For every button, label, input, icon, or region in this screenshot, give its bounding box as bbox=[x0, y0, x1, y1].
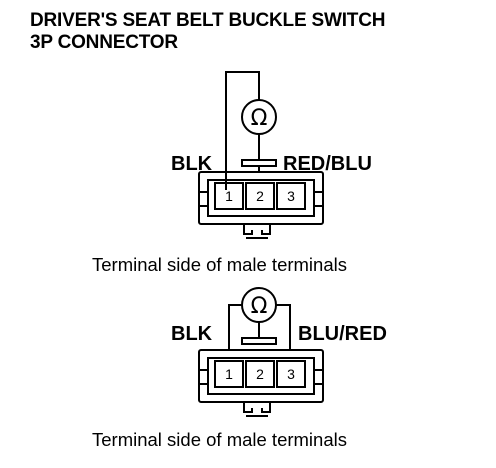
pin-label-1-2: 2 bbox=[256, 188, 264, 204]
terminal-cavity-2-3 bbox=[276, 360, 306, 388]
connector-housing-2 bbox=[198, 349, 324, 403]
ohm-symbol-1: Ω bbox=[251, 106, 268, 131]
page-title: DRIVER'S SEAT BELT BUCKLE SWITCH 3P CONN… bbox=[30, 10, 385, 54]
caption-1: Terminal side of male terminals bbox=[92, 254, 347, 275]
pin-label-2-1: 1 bbox=[225, 366, 233, 382]
probe-lead-left-2 bbox=[228, 304, 242, 350]
wire-label-right-1: RED/BLU bbox=[283, 153, 372, 175]
pin-label-2-2: 2 bbox=[256, 366, 264, 382]
probe-lead-right-2 bbox=[276, 304, 291, 350]
ohm-symbol-2: Ω bbox=[251, 294, 268, 319]
pin-label-2-3: 3 bbox=[287, 366, 295, 382]
connector-housing-1 bbox=[198, 171, 324, 225]
connector-diagram-1 bbox=[198, 71, 324, 239]
probe-contact-2 bbox=[241, 337, 277, 345]
connector-inner-2 bbox=[207, 357, 315, 395]
terminal-cavity-1-2 bbox=[245, 182, 275, 210]
locking-tab-1 bbox=[243, 224, 271, 235]
wire-label-right-2: BLU/RED bbox=[298, 323, 387, 345]
caption-2: Terminal side of male terminals bbox=[92, 429, 347, 450]
terminal-cavity-2-2 bbox=[245, 360, 275, 388]
probe-contact-1 bbox=[241, 159, 277, 167]
title-line-1: DRIVER'S SEAT BELT BUCKLE SWITCH bbox=[30, 10, 386, 31]
wire-label-left-1: BLK bbox=[171, 153, 213, 175]
title-line-2: 3P CONNECTOR bbox=[30, 32, 178, 53]
wire-label-left-2: BLK bbox=[171, 323, 213, 345]
terminal-cavity-1-1 bbox=[214, 182, 244, 210]
terminal-cavity-2-1 bbox=[214, 360, 244, 388]
pin-label-1-3: 3 bbox=[287, 188, 295, 204]
connector-inner-1 bbox=[207, 179, 315, 217]
connector-diagram-2 bbox=[198, 287, 324, 417]
pin-label-1-1: 1 bbox=[225, 188, 233, 204]
locking-tab-2 bbox=[243, 402, 271, 413]
probe-lead-left-1 bbox=[225, 71, 260, 190]
terminal-cavity-1-3 bbox=[276, 182, 306, 210]
